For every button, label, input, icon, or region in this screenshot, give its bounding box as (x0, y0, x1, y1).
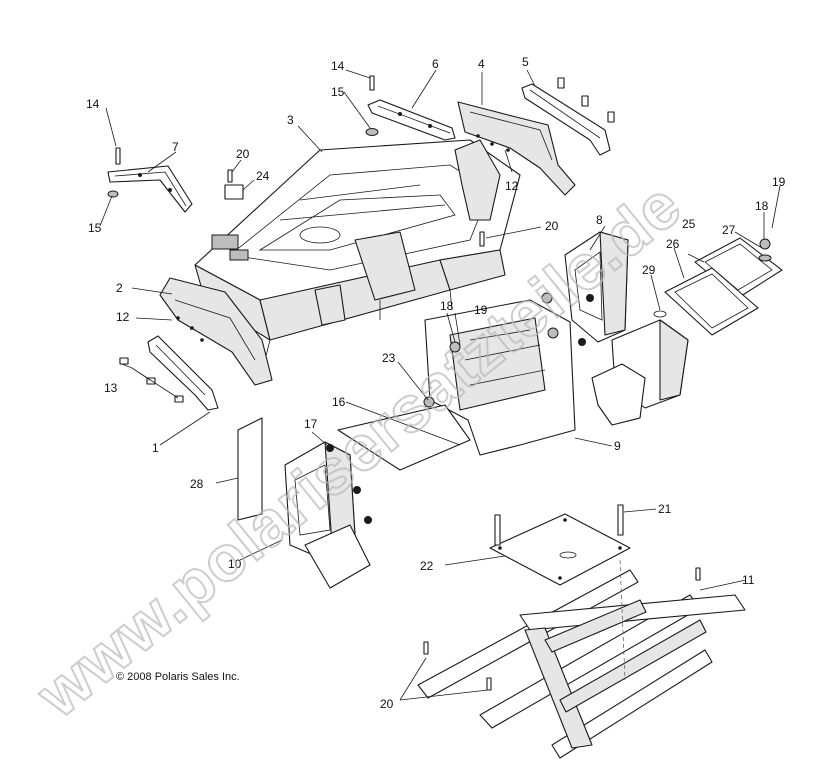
bulkhead-part (424, 299, 576, 456)
frame-part (417, 559, 746, 759)
bin-part (591, 310, 689, 426)
callout-29: 29 (642, 263, 656, 277)
callout-14a: 14 (86, 97, 100, 111)
callout-20c: 20 (380, 697, 394, 711)
callout-1: 1 (152, 441, 159, 455)
cargo-box-part (189, 139, 521, 361)
callout-5: 5 (522, 55, 529, 69)
storage-box-part (564, 231, 629, 343)
callout-4: 4 (478, 57, 485, 71)
callout-7: 7 (172, 140, 179, 154)
hardware-group (107, 75, 772, 691)
mat-part (337, 404, 471, 471)
storage-box-10-part (284, 441, 371, 589)
callout-11: 11 (742, 573, 755, 587)
callout-9: 9 (614, 439, 621, 453)
callout-3: 3 (287, 113, 294, 127)
callout-labels: 1 2 3 4 5 6 7 8 9 10 11 12 12 13 14 14 1… (86, 55, 786, 711)
callout-10: 10 (228, 557, 242, 571)
callout-20a: 20 (236, 147, 250, 161)
sheet-part (237, 417, 263, 521)
trim-strip-part (147, 335, 219, 411)
leader-lines (99, 69, 781, 701)
callout-13: 13 (104, 381, 118, 395)
callout-17: 17 (304, 417, 318, 431)
left-side-panel-part (159, 277, 273, 386)
callout-22: 22 (420, 559, 434, 573)
callout-18a: 18 (440, 299, 454, 313)
lid-26-part (664, 267, 759, 336)
callout-15b: 15 (331, 85, 345, 99)
callout-15a: 15 (88, 221, 102, 235)
callout-6: 6 (432, 57, 439, 71)
callout-18b: 18 (755, 199, 769, 213)
rail-7-part (107, 165, 193, 213)
callout-20b: 20 (545, 219, 559, 233)
callout-16: 16 (332, 395, 346, 409)
callout-26: 26 (666, 237, 680, 251)
callout-12a: 12 (116, 310, 130, 324)
callout-8: 8 (596, 213, 603, 227)
callout-14b: 14 (331, 59, 345, 73)
callout-2: 2 (116, 281, 123, 295)
callout-24: 24 (256, 169, 270, 183)
callout-12b: 12 (505, 179, 519, 193)
plate-part (489, 513, 631, 586)
callout-19a: 19 (772, 175, 786, 189)
callout-25: 25 (682, 217, 696, 231)
right-side-panel-part (457, 101, 576, 196)
callout-23: 23 (382, 351, 396, 365)
copyright-text: © 2008 Polaris Sales Inc. (116, 671, 240, 683)
callout-28: 28 (190, 477, 204, 491)
rail-6-part (367, 99, 456, 141)
callout-19b: 19 (474, 303, 488, 317)
callout-27: 27 (722, 223, 736, 237)
trim-strip-5-part (521, 83, 611, 156)
callout-21: 21 (658, 502, 672, 516)
